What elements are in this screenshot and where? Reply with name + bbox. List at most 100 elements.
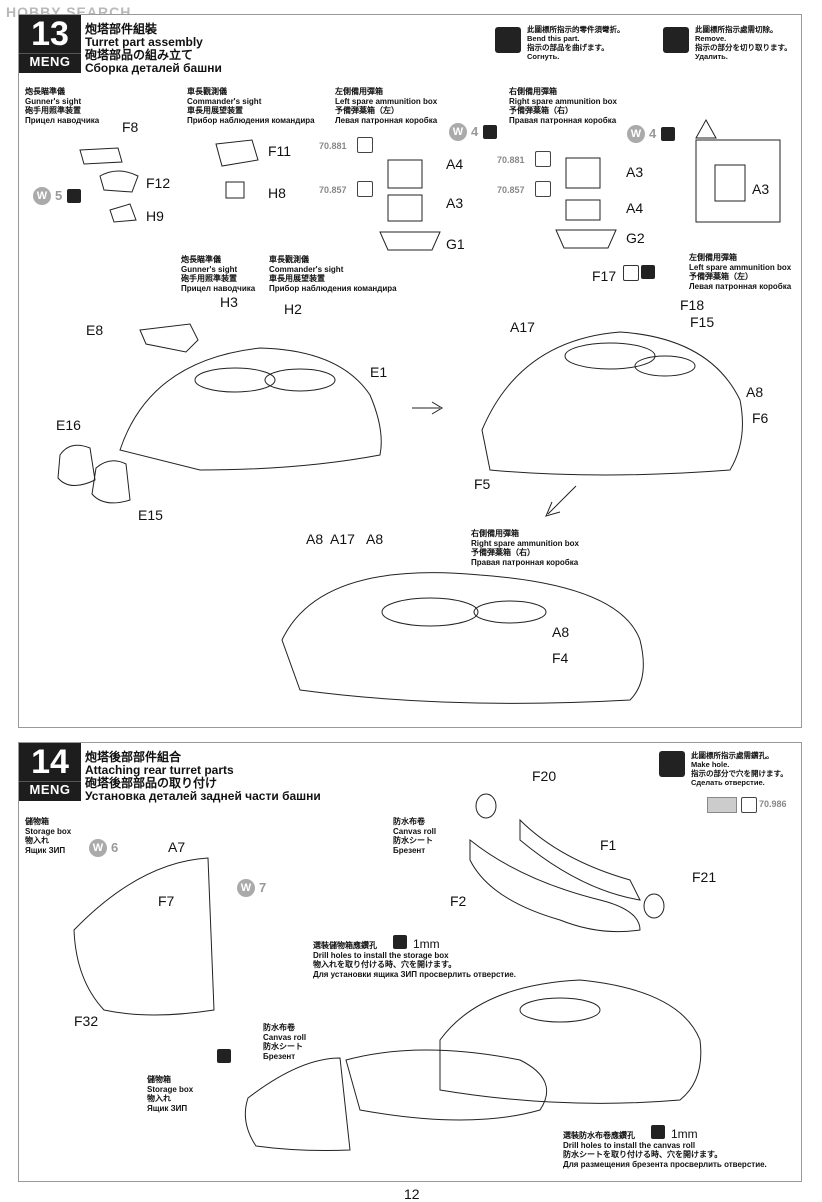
canvas2-ru: Брезент (263, 1051, 296, 1061)
right-box2-ru: Правая патронная коробка (471, 557, 579, 567)
step-14-number: 14 (31, 743, 69, 781)
canvas-zh: 防水布卷 (393, 817, 425, 826)
right-box-zh: 右側備用彈箱 (509, 87, 557, 96)
brush-icon (535, 151, 551, 167)
notice-remove: 此圖標所指示處需切除。 Remove. 指示の部分を切り取ります。 Удалит… (695, 25, 792, 61)
label-storage-box-2: 儲物箱 Storage box 物入れ Ящик ЗИП (147, 1075, 193, 1113)
part-label: A4 (626, 200, 644, 216)
paint-code-a-right: 70.881 (497, 155, 525, 165)
left-box2-ru: Левая патронная коробка (689, 281, 792, 291)
w4-number-right: 4 (649, 126, 657, 141)
label-drill-canvas: 選裝防水布卷應鑽孔 Drill holes to install the can… (563, 1131, 767, 1169)
canvas2-ja: 防水シート (263, 1042, 303, 1051)
label-commander-sight-2: 車長觀測儀 Commander's sight 車長用展望装置 Прибор н… (269, 255, 397, 293)
step-13-title-en: Turret part assembly (85, 35, 203, 49)
part-label: A17 (510, 319, 535, 335)
drill-canvas-en: Drill holes to install the canvas roll (563, 1140, 696, 1150)
part-label: F5 (474, 476, 491, 492)
w-marker-icon: W (89, 839, 107, 857)
label-canvas-roll: 防水布卷 Canvas roll 防水シート Брезент (393, 817, 436, 855)
hatch-drawing (381, 597, 479, 627)
ammo-box-drawing (565, 199, 601, 221)
fill-small-icon (641, 265, 655, 279)
step-14-panel: 14 MENG 炮塔後部部件組合 Attaching rear turret p… (18, 742, 802, 1182)
commander-zh: 車長觀測儀 (187, 87, 227, 96)
left-box2-zh: 左側備用彈箱 (689, 253, 737, 262)
step-14-title-ja: 砲塔後部部品の取り付け (85, 776, 218, 790)
bend-small-icon (661, 127, 675, 141)
turret-shell-drawing-4 (439, 979, 702, 1104)
paint-code-a: 70.881 (319, 141, 347, 151)
part-label: F17 (592, 268, 617, 284)
storage2-ja: 物入れ (147, 1094, 171, 1103)
commander2-zh: 車長觀測儀 (269, 255, 309, 264)
w-marker-icon: W (237, 879, 255, 897)
right-box2-zh: 右側備用彈箱 (471, 529, 519, 538)
notice-bend-ja: 指示の部品を曲げます。 (527, 43, 609, 52)
step-14-title-ru: Установка деталей задней части башни (85, 789, 321, 803)
storage-ru: Ящик ЗИП (25, 845, 66, 855)
part-label: F15 (690, 314, 715, 330)
step-14-title-en: Attaching rear turret parts (85, 763, 234, 777)
label-right-ammo-box-2: 右側備用彈箱 Right spare ammunition box 予備弾薬箱（… (471, 529, 579, 567)
notice-bend-ru: Согнуть. (527, 52, 560, 61)
part-f11-drawing (215, 139, 259, 167)
part-h9-drawing (109, 203, 137, 223)
ammo-box-drawing (714, 164, 746, 202)
left-box2-ja: 予備弾薬箱（左） (689, 272, 753, 281)
commander-en: Commander's sight (187, 96, 262, 106)
warning-box-outline (695, 139, 781, 223)
brush-icon (357, 181, 373, 197)
drill-size: 1mm (413, 937, 440, 951)
commander-ja: 車長用展望装置 (187, 106, 243, 115)
bend-small-icon (483, 125, 497, 139)
notice-bend: 此圖標所指示的零件須彎折。 Bend this part. 指示の部品を曲げます… (527, 25, 625, 61)
hatch-drawing (564, 342, 656, 370)
drill-canvas-ru: Для размещения брезента просверлить отве… (563, 1159, 767, 1169)
part-label: A7 (168, 839, 186, 855)
w7-number: 7 (259, 880, 267, 895)
part-label: A3 (446, 195, 464, 211)
storage-box-drawing (73, 857, 215, 1016)
part-e8-drawing (139, 323, 199, 353)
part-label: F21 (692, 869, 717, 885)
part-label: G2 (626, 230, 645, 246)
brush-icon (357, 137, 373, 153)
remove-small-icon (623, 265, 639, 281)
step-13-panel: 13 MENG 炮塔部件組裝 Turret part assembly 砲塔部品… (18, 14, 802, 728)
drill-storage-ja: 物入れを取り付ける時、穴を開けます。 (313, 960, 457, 969)
paint-swatch (707, 797, 737, 813)
part-label: H8 (268, 185, 286, 201)
label-storage-box: 儲物箱 Storage box 物入れ Ящик ЗИП (25, 817, 71, 855)
gunner2-zh: 炮長瞄準儀 (181, 255, 221, 264)
step-14-badge: 14 MENG (19, 743, 81, 801)
gunner-en: Gunner's sight (25, 96, 82, 106)
part-h8-drawing (225, 181, 245, 199)
turret-shell-drawing-2 (481, 331, 743, 476)
part-f12-drawing (99, 170, 139, 193)
gunner-ru: Прицел наводчика (25, 115, 100, 125)
notice-hole-zh: 此圖標所指示處需鑽孔。 (691, 751, 774, 760)
canvas2-en: Canvas roll (263, 1032, 307, 1042)
bend-small-icon (67, 189, 81, 203)
canvas-roll-drawing-2 (345, 1049, 548, 1121)
part-g2-drawing (555, 229, 617, 249)
label-right-ammo-box: 右側備用彈箱 Right spare ammunition box 予備弾薬箱（… (509, 87, 617, 125)
step-13-number: 13 (31, 15, 69, 53)
drill-canvas-ja: 防水シートを取り付ける時、穴を開けます。 (563, 1150, 723, 1159)
notice-hole-ja: 指示の部分で穴を開けます。 (691, 769, 788, 778)
right-box-ja: 予備弾薬箱（右） (509, 106, 573, 115)
part-label: F1 (600, 837, 617, 853)
part-label: A8 (552, 624, 570, 640)
right-box2-ja: 予備弾薬箱（右） (471, 548, 535, 557)
notice-bend-zh: 此圖標所指示的零件須彎折。 (527, 25, 625, 34)
part-label: H2 (284, 301, 302, 317)
hatch-drawing (519, 997, 601, 1023)
part-label: E1 (370, 364, 388, 380)
left-box-en: Left spare ammunition box (335, 96, 438, 106)
storage-zh: 儲物箱 (25, 817, 49, 826)
storage-ja: 物入れ (25, 836, 49, 845)
label-canvas-roll-2: 防水布卷 Canvas roll 防水シート Брезент (263, 1023, 306, 1061)
ammo-box-drawing (565, 157, 601, 189)
